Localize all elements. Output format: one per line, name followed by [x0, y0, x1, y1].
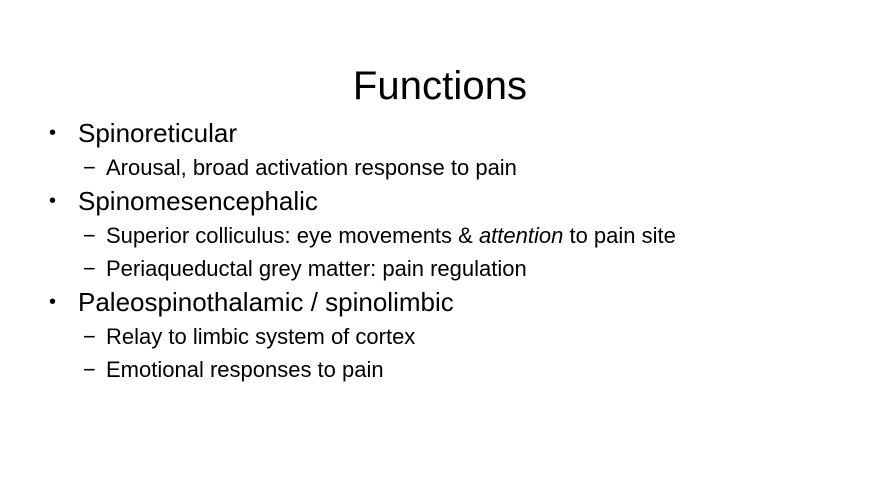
- outline-level1-item: • Paleospinothalamic / spinolimbic: [44, 285, 844, 320]
- outline-level2-item: − Emotional responses to pain: [44, 353, 844, 386]
- page-title: Functions: [352, 63, 528, 108]
- bullet-icon: •: [49, 190, 57, 212]
- outline-level1-item: • Spinoreticular: [44, 116, 844, 151]
- outline-level2-label: Emotional responses to pain: [106, 357, 384, 382]
- dash-bullet-icon: −: [83, 357, 96, 382]
- outline-level1-label: Spinomesencephalic: [78, 186, 318, 216]
- outline-level2-item: − Periaqueductal grey matter: pain regul…: [44, 252, 844, 285]
- outline-level2-text-after-emphasis: to pain site: [563, 223, 676, 248]
- outline-level2-label: Relay to limbic system of cortex: [106, 324, 416, 349]
- outline-level2-label: Periaqueductal grey matter: pain regulat…: [106, 256, 527, 281]
- dash-bullet-icon: −: [83, 256, 96, 281]
- outline-level2-item: − Arousal, broad activation response to …: [44, 151, 844, 184]
- outline-level2-item: − Superior colliculus: eye movements & a…: [44, 219, 844, 252]
- dash-bullet-icon: −: [83, 223, 96, 248]
- bullet-icon: •: [49, 122, 57, 144]
- outline-level1-item: • Spinomesencephalic: [44, 184, 844, 219]
- outline-level2-text-before-emphasis: Superior colliculus: eye movements &: [106, 223, 479, 248]
- slide-body-outline: • Spinoreticular − Arousal, broad activa…: [44, 116, 844, 386]
- outline-level2-label: Superior colliculus: eye movements & att…: [106, 223, 676, 248]
- outline-level2-label: Arousal, broad activation response to pa…: [106, 155, 517, 180]
- outline-level1-label: Spinoreticular: [78, 118, 237, 148]
- outline-level1-label: Paleospinothalamic / spinolimbic: [78, 287, 454, 317]
- outline-level2-emphasized-term: attention: [478, 223, 564, 248]
- dash-bullet-icon: −: [83, 155, 96, 180]
- outline-level2-item: − Relay to limbic system of cortex: [44, 320, 844, 353]
- dash-bullet-icon: −: [83, 324, 96, 349]
- bullet-icon: •: [49, 291, 57, 313]
